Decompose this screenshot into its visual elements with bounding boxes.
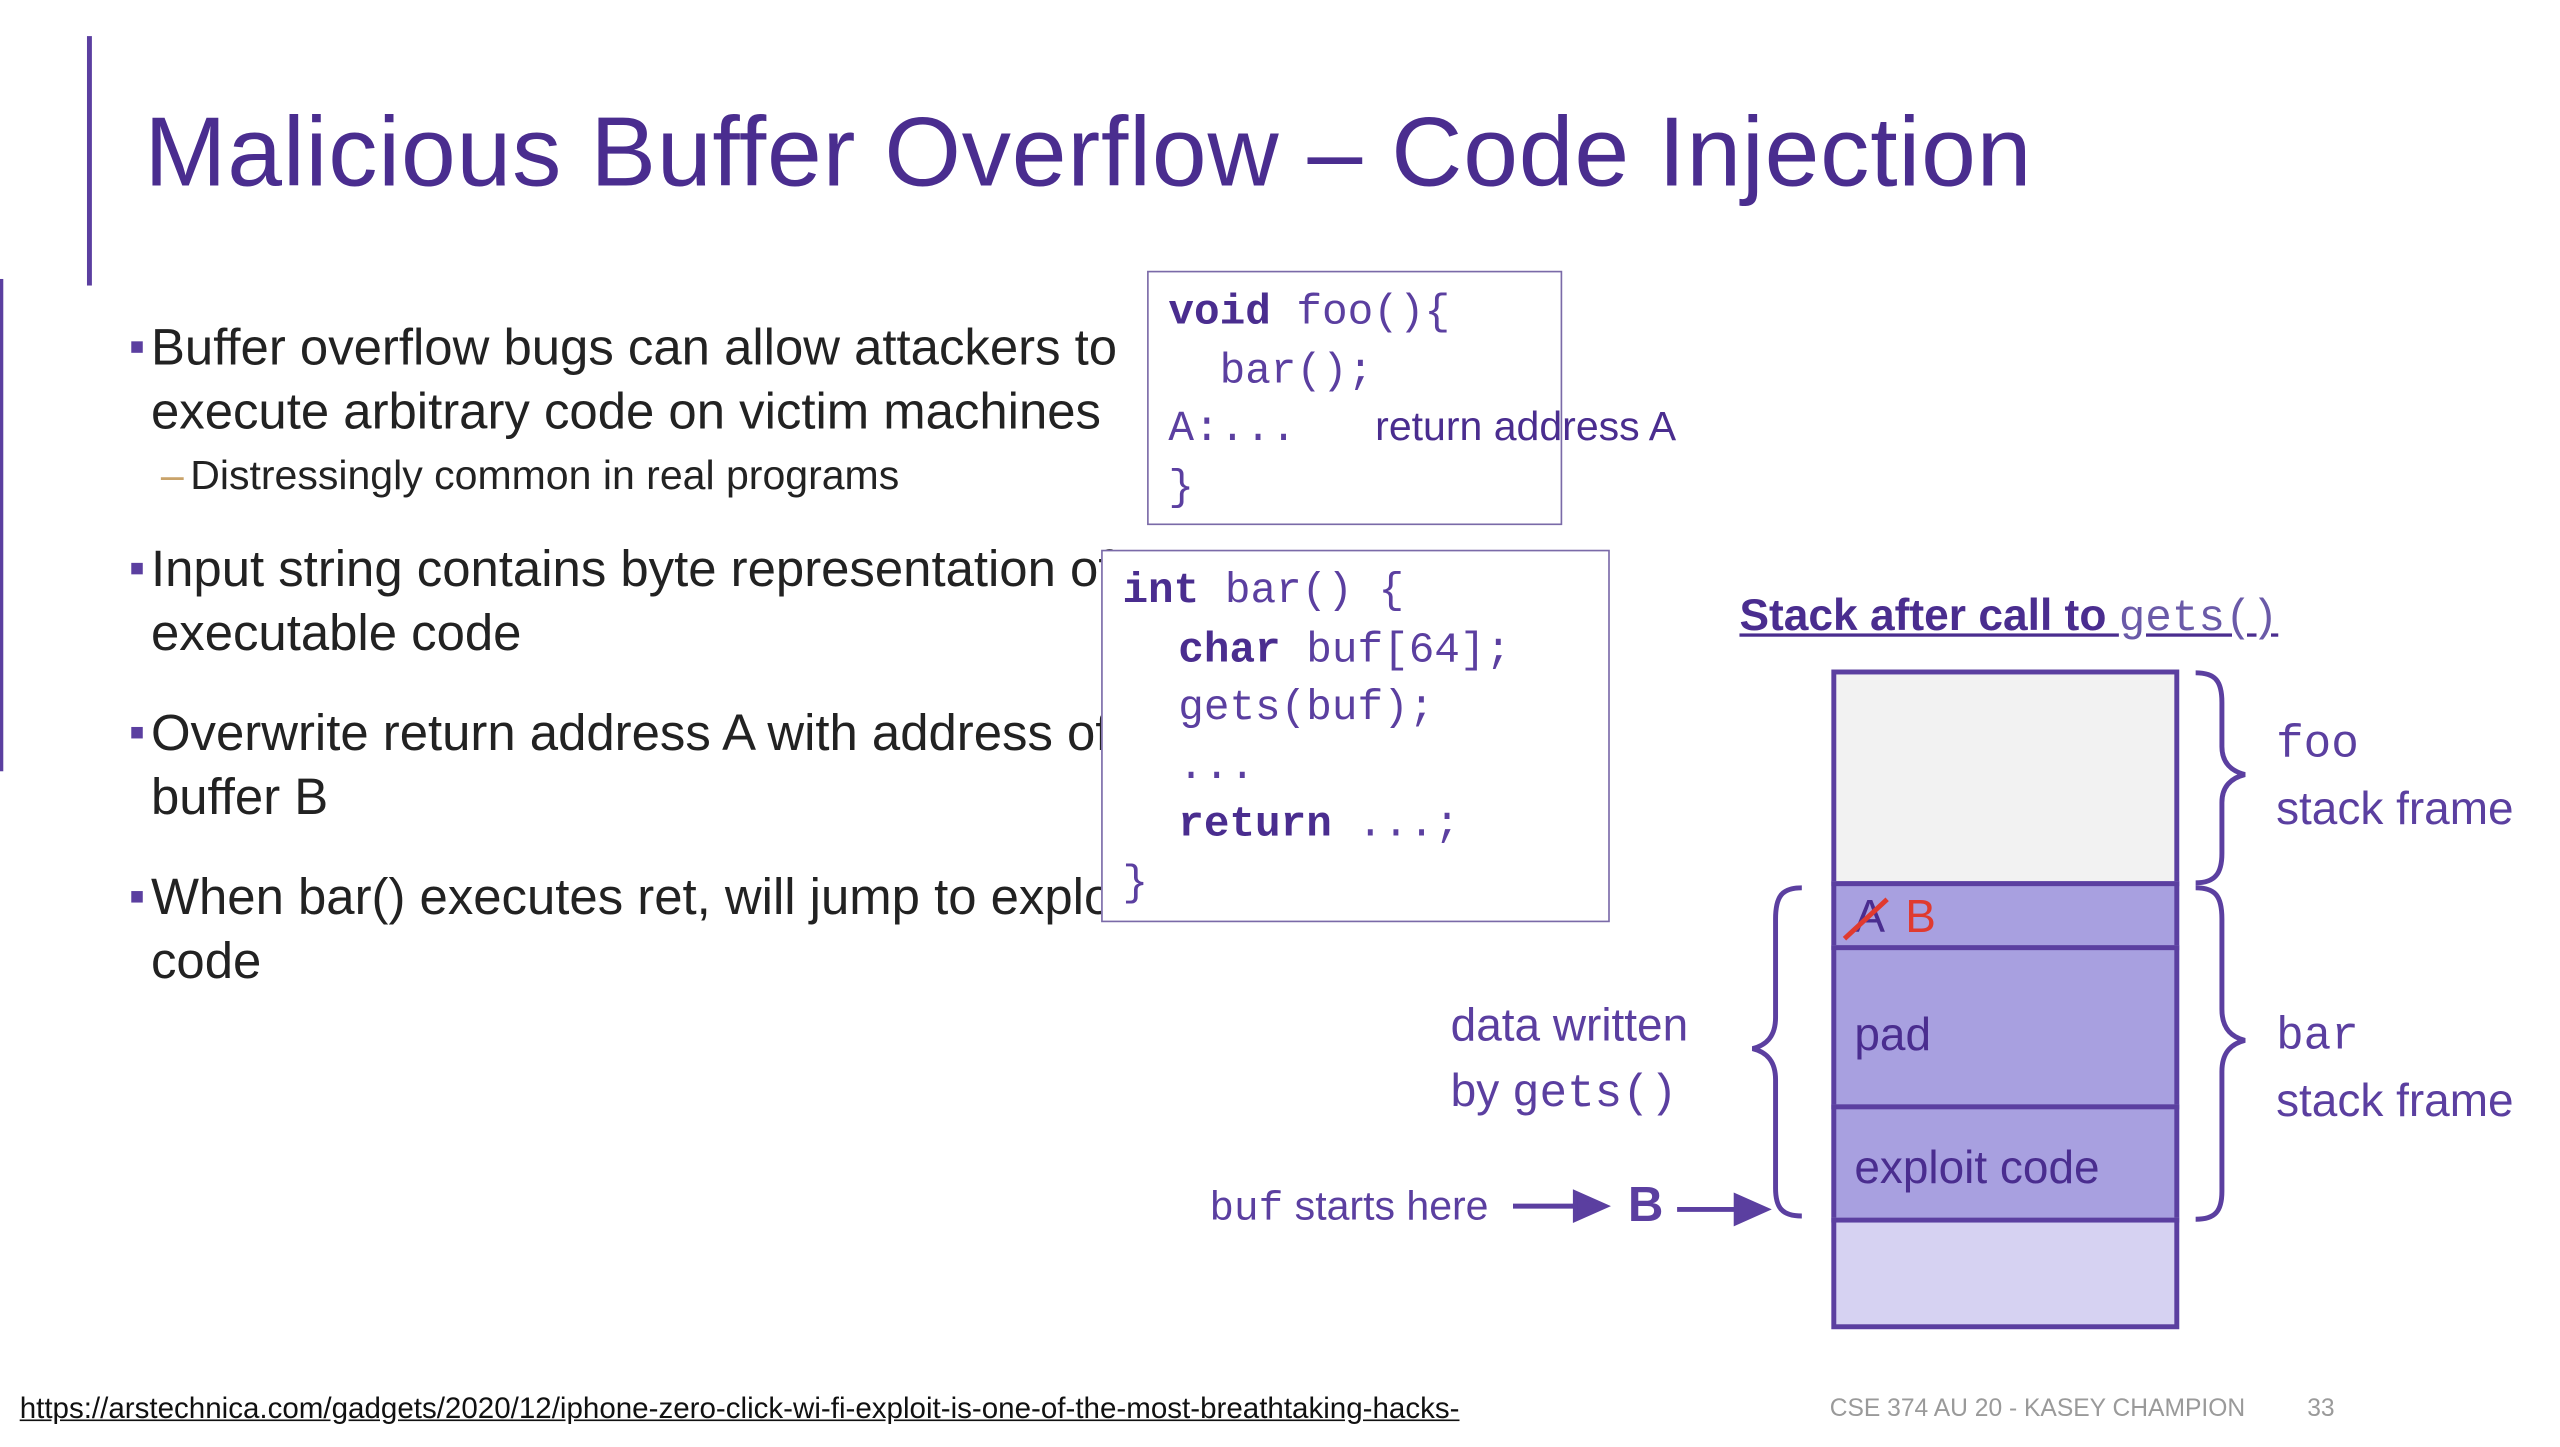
code-line: char buf[64]; <box>1178 624 1512 674</box>
code-line: return ...; <box>1178 799 1460 849</box>
bar-frame-label: bar stack frame <box>2276 1012 2514 1126</box>
dash-icon: – <box>160 452 184 499</box>
stack-cell-bottom <box>1831 1217 2180 1330</box>
code-line: } <box>1122 857 1149 907</box>
bullet-square-icon <box>131 891 143 903</box>
source-link[interactable]: https://arstechnica.com/gadgets/2020/12/… <box>19 1391 1460 1425</box>
foo-frame-label: foo stack frame <box>2276 720 2514 834</box>
stack-title: Stack after call to gets() <box>1739 590 2279 645</box>
bullet-list: Buffer overflow bugs can allow attackers… <box>131 315 1148 1029</box>
return-address-label: return address A <box>1375 403 1677 450</box>
b-marker: B <box>1627 1178 1664 1233</box>
bar-brace-icon <box>2195 885 2246 1222</box>
bullet-square-icon <box>131 562 143 575</box>
buf-arrow-head-icon <box>1572 1189 1611 1224</box>
stack-cell-exploit-code: exploit code <box>1831 1104 2180 1223</box>
bullet-square-icon <box>131 726 143 739</box>
code-line: ... <box>1178 740 1256 791</box>
bullet-square-icon <box>131 341 143 353</box>
code-line: int bar() { <box>1122 566 1405 616</box>
bullet-item: When bar() executes ret, will jump to ex… <box>131 865 1148 993</box>
bullet-item: Overwrite return address A with address … <box>131 701 1148 829</box>
stack-cell-pad: pad <box>1831 945 2180 1110</box>
title-accent-bar <box>86 36 92 286</box>
sub-bullet: –Distressingly common in real programs <box>160 452 900 499</box>
foo-brace-icon <box>2195 670 2246 886</box>
foo-code-box: void foo(){ bar(); A:... } <box>1147 270 1563 526</box>
stack-cell-foo-frame <box>1831 669 2180 887</box>
data-written-brace-icon <box>1751 885 1802 1219</box>
code-line: A:... <box>1168 403 1297 453</box>
code-line: } <box>1168 461 1195 512</box>
page-number: 33 <box>2307 1394 2335 1423</box>
strike-mark-icon <box>1842 897 1889 941</box>
buf-start-label: buf starts here <box>1209 1183 1489 1233</box>
data-written-label: data written by gets() <box>1450 999 1689 1121</box>
new-return-value: B <box>1905 891 1936 942</box>
left-edge-bar <box>0 278 4 772</box>
course-footer: CSE 374 AU 20 - KASEY CHAMPION <box>1829 1394 2246 1423</box>
code-line: bar(); <box>1168 345 1374 395</box>
b-arrow-head-icon <box>1733 1192 1772 1227</box>
bar-code-box: int bar() { char buf[64]; gets(buf); ...… <box>1101 549 1610 923</box>
code-line: gets(buf); <box>1178 682 1435 732</box>
slide-title: Malicious Buffer Overflow – Code Injecti… <box>144 96 2033 207</box>
bullet-item: Input string contains byte representatio… <box>131 537 1148 665</box>
code-line: void foo(){ <box>1168 287 1451 337</box>
bullet-item: Buffer overflow bugs can allow attackers… <box>131 315 1148 443</box>
